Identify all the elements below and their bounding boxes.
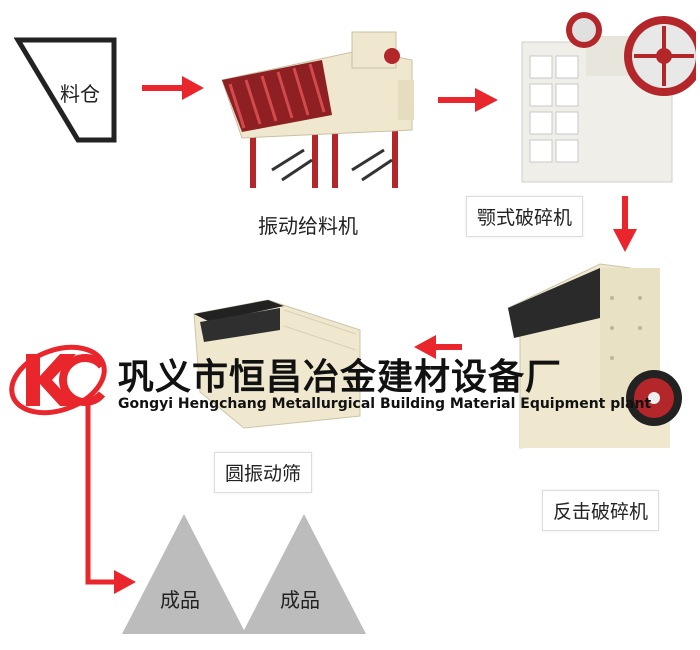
hopper-label: 料仓 (60, 82, 100, 106)
product-pile-2 (242, 514, 366, 634)
arrow-feeder-to-jaw (438, 88, 498, 112)
arrow-screen-to-products (85, 400, 136, 594)
kc-logo-icon: KC (9, 344, 107, 416)
company-watermark: KC 巩义市恒昌冶金建材设备厂 Gongyi Hengchang Metallu… (0, 340, 700, 430)
vibrating-feeder-image (221, 31, 414, 188)
hopper-icon (14, 37, 117, 143)
jaw-crusher-image (521, 12, 696, 183)
jaw-label: 颚式破碎机 (466, 196, 584, 237)
impact-crusher-image (507, 263, 682, 449)
vibrating-screen-image (193, 299, 361, 429)
screen-label: 圆振动筛 (214, 452, 313, 493)
product-label-1: 成品 (160, 588, 200, 612)
feeder-label: 振动给料机 (258, 214, 358, 238)
product-label-2: 成品 (280, 588, 320, 612)
arrow-impact-to-screen (414, 335, 462, 359)
product-pile-1 (122, 514, 246, 634)
arrow-hopper-to-feeder (142, 76, 204, 100)
arrow-jaw-to-impact (613, 196, 637, 252)
company-name-en: Gongyi Hengchang Metallurgical Building … (118, 396, 652, 412)
impact-label: 反击破碎机 (542, 490, 660, 531)
company-name-cn: 巩义市恒昌冶金建材设备厂 (118, 357, 563, 398)
